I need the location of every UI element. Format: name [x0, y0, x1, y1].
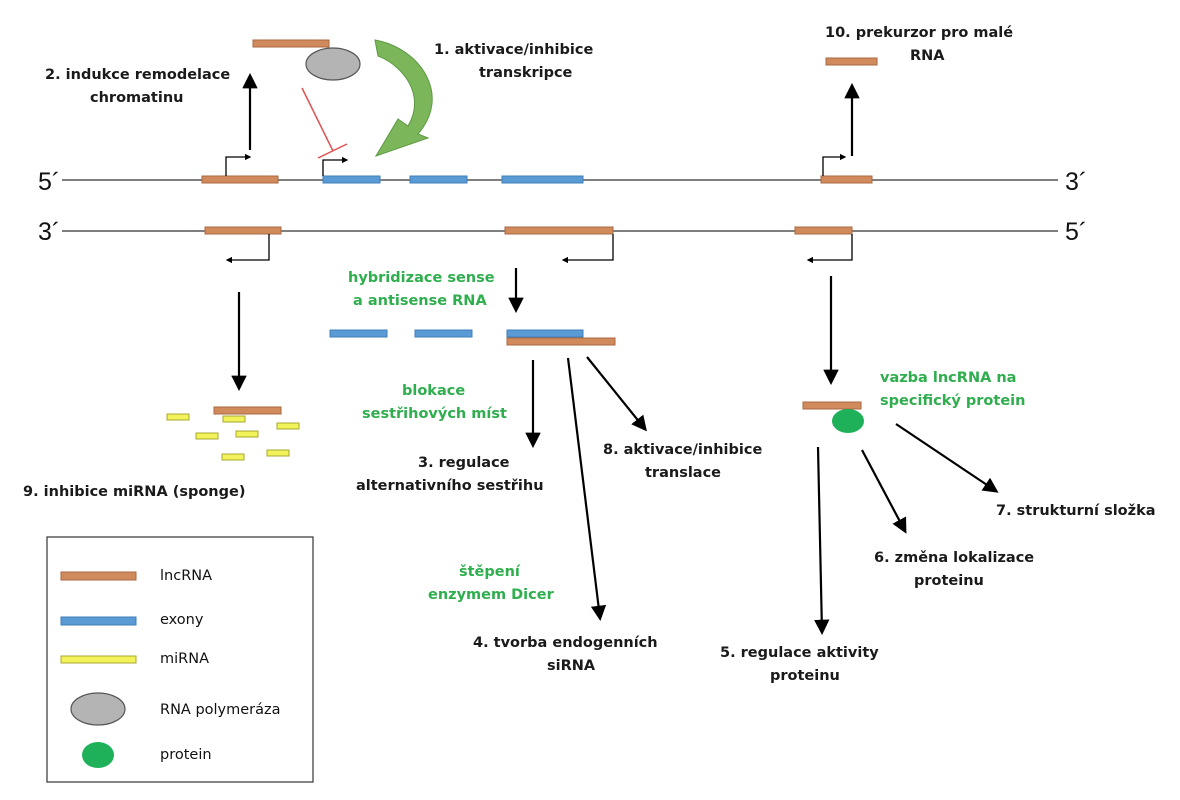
- hybridization-label-2: a antisense RNA: [353, 293, 487, 309]
- promoter-arrow-top-left: [225, 153, 252, 176]
- legend-exon-swatch: [60, 616, 137, 626]
- top-lncrna-gene-right: [820, 175, 873, 184]
- mirna-4: [195, 432, 219, 440]
- small-rna-precursor: [825, 57, 878, 66]
- mirna-5: [235, 430, 259, 438]
- top-lncrna-gene-left: [201, 175, 279, 184]
- function-3-label-2: alternativního sestřihu: [356, 478, 544, 494]
- function-1-label: 1. aktivace/inhibice: [434, 42, 593, 58]
- activation-curved-arrow: [374, 39, 433, 157]
- function-2-label: 2. indukce remodelace: [45, 67, 230, 83]
- lncrna-transcript-top: [252, 39, 330, 48]
- hybrid-exon-2: [414, 329, 473, 338]
- structural-arrow: [895, 423, 999, 493]
- function-4-label: 4. tvorba endogenních: [473, 635, 658, 651]
- bottom-strand-right-end: 5´: [1065, 218, 1087, 246]
- legend-polymerase-swatch: [70, 692, 126, 726]
- function-5-label: 5. regulace aktivity: [720, 645, 879, 661]
- activity-arrow: [814, 446, 830, 636]
- function-10-label: 10. prekurzor pro malé: [825, 25, 1013, 41]
- legend-exon-label: exony: [160, 612, 204, 628]
- hybridization-label: hybridizace sense: [348, 270, 495, 286]
- mirna-3: [276, 422, 300, 430]
- dicer-label-2: enzymem Dicer: [428, 587, 555, 603]
- localization-arrow: [861, 449, 907, 534]
- function-5-label-2: proteinu: [770, 668, 840, 684]
- top-strand-left-end: 5´: [38, 168, 60, 196]
- function-9-label: 9. inhibice miRNA (sponge): [23, 484, 245, 500]
- hybrid-exon-1: [329, 329, 388, 338]
- legend-mirna-label: miRNA: [160, 651, 209, 667]
- inhibition-bar: [317, 143, 348, 159]
- top-exon-1: [322, 175, 381, 184]
- bottom-lncrna-gene-middle: [504, 226, 614, 235]
- legend-polymerase-label: RNA polymeráza: [160, 702, 281, 718]
- bottom-strand-left-end: 3´: [38, 218, 60, 246]
- mirna-7: [266, 449, 290, 457]
- dicer-label: štěpení: [459, 564, 521, 580]
- promoter-arrow-bottom-right: [806, 234, 853, 264]
- protein-binding-label-2: specifický protein: [880, 393, 1025, 409]
- legend-lncrna-label: lncRNA: [160, 568, 212, 584]
- legend-protein-swatch: [82, 742, 114, 768]
- translation-arrow: [586, 356, 647, 432]
- protein-binding-label: vazba lncRNA na: [880, 370, 1016, 386]
- legend: lncRNA exony miRNA RNA polymeráza protei…: [46, 536, 314, 783]
- function-3-label: 3. regulace: [418, 455, 510, 471]
- function-8-label-2: translace: [645, 465, 721, 481]
- sponge-lncrna: [213, 406, 282, 415]
- top-strand-right-end: 3´: [1065, 168, 1087, 196]
- promoter-arrow-top-exon: [322, 156, 349, 176]
- splice-block-label: blokace: [402, 383, 465, 399]
- function-1-label-2: transkripce: [479, 65, 573, 81]
- promoter-arrow-bottom-left: [225, 234, 270, 264]
- legend-lncrna-swatch: [60, 571, 137, 581]
- mirna-1: [166, 413, 190, 421]
- bottom-lncrna-gene-left: [204, 226, 282, 235]
- hybrid-exon-3: [506, 329, 584, 338]
- inhibition-line: [301, 87, 334, 152]
- splice-block-label-2: sestřihových míst: [362, 406, 507, 422]
- mirna-6: [221, 453, 245, 461]
- function-4-label-2: siRNA: [547, 658, 596, 674]
- sirna-arrow: [566, 357, 607, 622]
- function-8-label: 8. aktivace/inhibice: [603, 442, 762, 458]
- function-10-label-2: RNA: [910, 48, 945, 64]
- function-7-label: 7. strukturní složka: [996, 503, 1156, 519]
- rna-polymerase: [305, 47, 361, 81]
- hybrid-lncrna: [506, 337, 616, 346]
- top-exon-2: [409, 175, 468, 184]
- promoter-arrow-top-right: [822, 153, 847, 176]
- promoter-arrow-bottom-middle: [561, 234, 614, 264]
- function-2-label-2: chromatinu: [90, 90, 183, 106]
- bottom-lncrna-gene-right: [794, 226, 853, 235]
- legend-mirna-swatch: [60, 655, 137, 664]
- function-6-label-2: proteinu: [914, 573, 984, 589]
- bound-lncrna: [802, 401, 862, 410]
- function-6-label: 6. změna lokalizace: [874, 550, 1034, 566]
- top-exon-3: [501, 175, 584, 184]
- legend-protein-label: protein: [160, 747, 212, 763]
- bound-protein: [832, 409, 864, 433]
- mirna-2: [222, 415, 246, 423]
